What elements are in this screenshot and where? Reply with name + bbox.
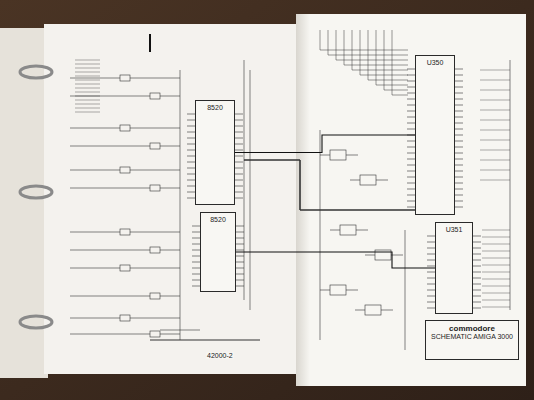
part-number: 8520 <box>210 216 226 224</box>
left-page <box>44 24 300 374</box>
ic-chip: U351 <box>435 222 473 314</box>
title-text: commodore <box>449 324 495 333</box>
bus-wire <box>235 135 415 153</box>
part-number: U351 <box>446 226 463 234</box>
binder-rings <box>20 66 52 328</box>
foldout-page <box>296 14 526 386</box>
title-text: SCHEMATIC AMIGA 3000 <box>431 333 513 341</box>
ic-chip: 8520 <box>195 100 235 205</box>
page-fold <box>296 14 310 386</box>
mark <box>149 34 151 52</box>
part-number: U350 <box>427 59 444 67</box>
ic-chip: U350 <box>415 55 455 215</box>
wires <box>70 30 510 350</box>
bus-wire <box>236 252 435 268</box>
drawing-number: 42000-2 <box>206 352 234 359</box>
title-block: commodoreSCHEMATIC AMIGA 3000 <box>425 320 519 360</box>
ic-chip: 8520 <box>200 212 236 292</box>
part-number: 8520 <box>207 104 223 112</box>
